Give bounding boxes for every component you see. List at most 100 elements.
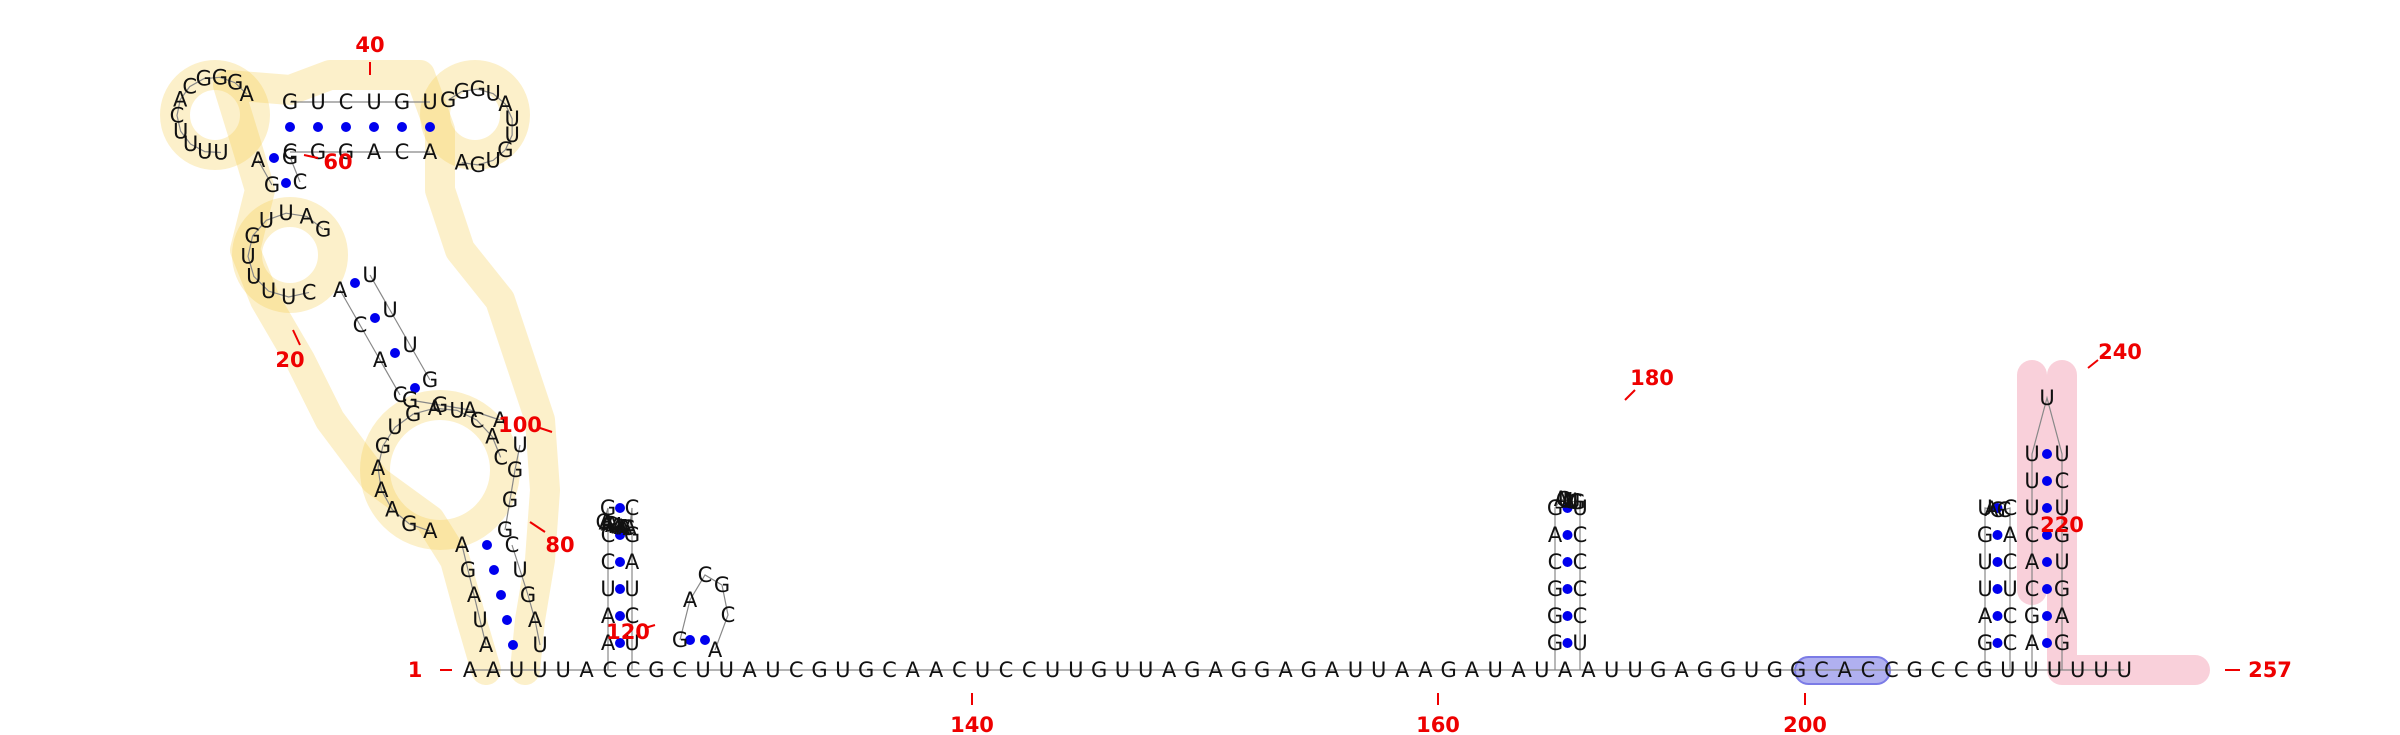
- hairpin-3-stem3-nt: C: [2003, 550, 2018, 574]
- left-stem-3: C: [505, 533, 520, 557]
- highlight-yellow-loop-a: [160, 60, 270, 170]
- left-helix-b: G: [422, 368, 438, 392]
- nucleotide: U: [1348, 658, 1363, 682]
- nucleotide: G: [1301, 658, 1317, 682]
- left-stem-5: G: [460, 558, 476, 582]
- left-loop-a-nt: U: [213, 141, 228, 165]
- nucleotide: U: [835, 658, 850, 682]
- base-pair-dot: [2042, 584, 2052, 594]
- nucleotide: G: [1184, 658, 1200, 682]
- top-helix-3: A: [367, 140, 382, 164]
- nucleotide: A: [906, 658, 921, 682]
- top-helix-3: A: [423, 140, 438, 164]
- hairpin-4-stem5-nt: G: [2024, 604, 2040, 628]
- left-loop-b-nt: U: [486, 82, 501, 106]
- left-helix-a: C: [393, 383, 408, 407]
- nucleotide: A: [1325, 658, 1340, 682]
- base-pair-dot: [1992, 530, 2003, 540]
- nucleotide: G: [1790, 658, 1806, 682]
- hairpin-1-stem5-nt: G: [600, 496, 616, 520]
- hairpin-2-loop-nt: A: [1554, 487, 1569, 511]
- nucleotide: U: [1371, 658, 1386, 682]
- position-tick: [539, 427, 553, 433]
- left-loop-a-nt: G: [196, 67, 212, 91]
- nucleotide: C: [1954, 658, 1969, 682]
- left-loop-b-nt: G: [497, 138, 513, 162]
- nucleotide: A: [1838, 658, 1853, 682]
- backbone-line: [247, 212, 324, 298]
- left-loop-c-nt: U: [246, 264, 261, 288]
- nucleotide: G: [1697, 658, 1713, 682]
- left-loop-b-nt: G: [454, 79, 470, 103]
- hairpin-2-loop-nt: C: [1556, 488, 1571, 512]
- base-pair-dot: [269, 153, 279, 163]
- nucleotide: G: [1091, 658, 1107, 682]
- base-pair-dot: [482, 540, 492, 550]
- nucleotide: U: [1138, 658, 1153, 682]
- base-pair-dot: [313, 122, 323, 132]
- hairpin-2-stem5-nt: A: [1548, 523, 1563, 547]
- base-pair-dot: [685, 635, 695, 645]
- left-stem-5: A: [467, 583, 482, 607]
- hairpin-1-loop-nt: A: [609, 514, 624, 538]
- backbone-line: [461, 544, 487, 646]
- hairpin-1-loop-nt: G: [602, 512, 618, 536]
- left-branch-down-nt: G: [507, 458, 523, 482]
- backbone-line: [289, 156, 301, 183]
- base-pair-dot: [1992, 503, 2003, 513]
- hairpin-1-stem3-nt: G: [624, 523, 640, 547]
- nucleotide: C: [952, 658, 967, 682]
- hairpin-1-loop-nt: C: [620, 516, 635, 540]
- nucleotide: G: [1440, 658, 1456, 682]
- hairpin-2-stem5-nt: G: [1547, 631, 1563, 655]
- left-branch-down-nt: G: [502, 488, 518, 512]
- hairpin-2-stem5-nt: G: [1547, 604, 1563, 628]
- nucleotide: U: [1115, 658, 1130, 682]
- hairpin-1-stem5-nt: A: [601, 631, 616, 655]
- left-stem-3: U: [532, 633, 547, 657]
- highlight-yellow-loop-b: [420, 60, 530, 170]
- backbone-line: [447, 88, 513, 166]
- hairpin-3-stem5-nt: G: [1977, 523, 1993, 547]
- nucleotide: C: [602, 658, 617, 682]
- backbone-layer: [176, 76, 2125, 671]
- left-loop-b-nt: U: [486, 148, 501, 172]
- left-branch-nt: A: [463, 398, 478, 422]
- left-stem-5: U: [472, 608, 487, 632]
- top-helix-5: U: [310, 90, 325, 114]
- hairpin-1-loop-nt: A: [605, 513, 620, 537]
- base-pair-dot: [397, 122, 407, 132]
- nucleotide: G: [1720, 658, 1736, 682]
- hairpin-2-loop-nt: G: [1569, 490, 1585, 514]
- position-label: 60: [323, 150, 352, 174]
- position-label: 160: [1416, 713, 1460, 735]
- hairpin-2-stem3-nt: C: [1573, 577, 1588, 601]
- left-loop-c-nt: A: [299, 204, 314, 228]
- base-pair-dot: [2042, 611, 2052, 621]
- left-helix-c3: G: [282, 145, 298, 169]
- position-label: 120: [606, 620, 650, 644]
- nucleotide: A: [486, 658, 501, 682]
- left-loop-c-nt: U: [261, 279, 276, 303]
- position-tick: [292, 329, 301, 346]
- backbone-line: [602, 507, 633, 670]
- backbone-line: [679, 574, 729, 651]
- base-pair-dot: [508, 640, 518, 650]
- base-pair-layer: [269, 122, 2052, 650]
- base-pair-dot: [1992, 584, 2003, 594]
- hairpin-3-stem5-nt: A: [1978, 604, 1993, 628]
- left-helix-b: U: [362, 263, 377, 287]
- base-pair-dot: [2042, 557, 2052, 567]
- position-label: 220: [2040, 513, 2084, 537]
- top-helix-5: G: [394, 90, 410, 114]
- nucleotide: C: [999, 658, 1014, 682]
- left-loop-d-nt: U: [449, 398, 464, 422]
- left-loop-b-nt: A: [498, 92, 513, 116]
- nucleotide: C: [1022, 658, 1037, 682]
- nucleotide: U: [975, 658, 990, 682]
- base-pair-dot: [1562, 530, 1573, 540]
- base-pair-dot: [2042, 476, 2052, 486]
